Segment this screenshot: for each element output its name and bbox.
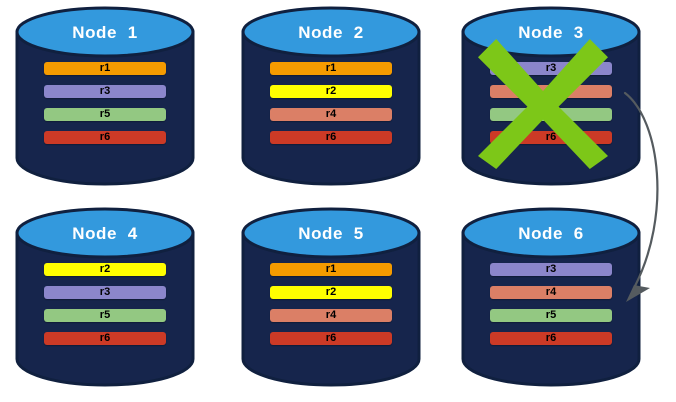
record-label: r5 — [99, 309, 111, 321]
record-list: r1 r2 r4 r6 — [270, 263, 392, 345]
record-label: r4 — [325, 309, 337, 321]
record-bar-r1[interactable]: r1 — [270, 62, 392, 75]
record-list: r2 r3 r5 r6 — [44, 263, 166, 345]
record-label: r2 — [99, 263, 111, 275]
cylinder-top — [241, 6, 421, 58]
record-bar-r5[interactable]: r5 — [44, 108, 166, 121]
record-bar-r6[interactable]: r6 — [44, 332, 166, 345]
record-label: r6 — [99, 332, 111, 344]
record-bar-r3[interactable]: r3 — [44, 85, 166, 98]
record-label: r3 — [545, 263, 557, 275]
record-list: r1 r2 r4 r6 — [270, 62, 392, 144]
record-bar-r6[interactable]: r6 — [44, 131, 166, 144]
record-bar-r4[interactable]: r4 — [270, 108, 392, 121]
record-bar-r6[interactable]: r6 — [270, 332, 392, 345]
replication-arrow-head — [626, 285, 650, 302]
record-label: r1 — [325, 263, 337, 275]
record-label: r6 — [545, 332, 557, 344]
record-label: r3 — [99, 85, 111, 97]
record-label: r6 — [325, 131, 337, 143]
record-bar-r3[interactable]: r3 — [44, 286, 166, 299]
record-bar-r2[interactable]: r2 — [270, 85, 392, 98]
record-label: r1 — [325, 62, 337, 74]
record-bar-r2[interactable]: r2 — [270, 286, 392, 299]
cylinder-top — [15, 6, 195, 58]
record-bar-r1[interactable]: r1 — [44, 62, 166, 75]
record-label: r4 — [325, 108, 337, 120]
record-label: r5 — [545, 309, 557, 321]
record-list: r1 r3 r5 r6 — [44, 62, 166, 144]
record-bar-r4[interactable]: r4 — [270, 309, 392, 322]
replication-arrow-path — [623, 91, 659, 290]
record-bar-r6[interactable]: r6 — [270, 131, 392, 144]
record-label: r2 — [325, 286, 337, 298]
record-bar-r5[interactable]: r5 — [490, 309, 612, 322]
record-list: r3 r4 r5 r6 — [490, 263, 612, 345]
cylinder-top — [461, 207, 641, 259]
record-label: r6 — [325, 332, 337, 344]
record-bar-r6[interactable]: r6 — [490, 332, 612, 345]
record-bar-r1[interactable]: r1 — [270, 263, 392, 276]
record-bar-r4[interactable]: r4 — [490, 286, 612, 299]
record-label: r5 — [99, 108, 111, 120]
cylinder-top — [15, 207, 195, 259]
record-bar-r5[interactable]: r5 — [44, 309, 166, 322]
cylinder-top — [241, 207, 421, 259]
record-label: r2 — [325, 85, 337, 97]
record-bar-r2[interactable]: r2 — [44, 263, 166, 276]
record-label: r6 — [99, 131, 111, 143]
record-label: r1 — [99, 62, 111, 74]
record-label: r3 — [99, 286, 111, 298]
record-bar-r3[interactable]: r3 — [490, 263, 612, 276]
record-label: r4 — [545, 286, 557, 298]
